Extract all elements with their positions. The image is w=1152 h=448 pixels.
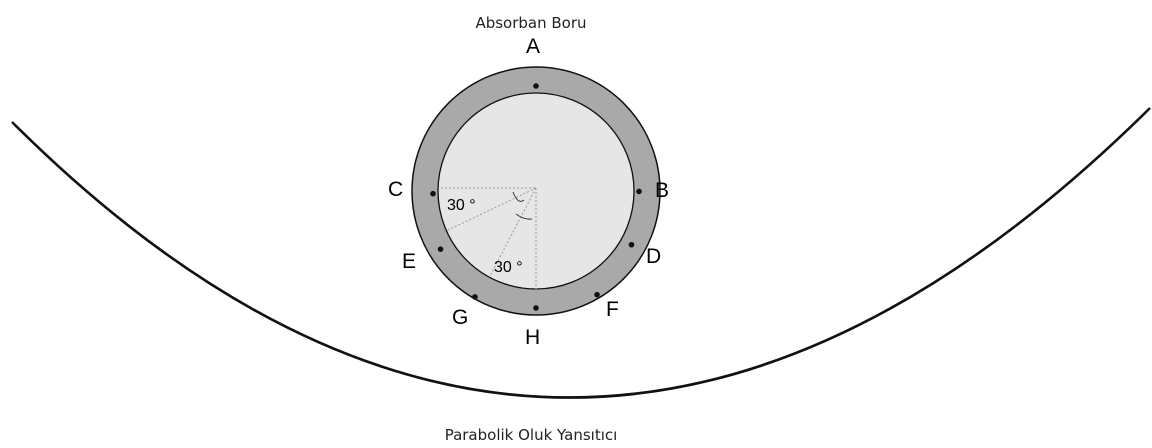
- marker-dot-h: [533, 305, 539, 311]
- marker-dot-f: [594, 291, 600, 298]
- marker-dot-g: [472, 294, 478, 300]
- point-label-f: F: [606, 298, 619, 321]
- point-label-c: C: [388, 178, 403, 201]
- marker-dot-b: [636, 188, 642, 195]
- point-label-b: B: [655, 179, 669, 202]
- marker-dot-e: [437, 246, 444, 252]
- measurement-points: [430, 83, 642, 311]
- point-label-a: A: [526, 35, 540, 58]
- point-label-h: H: [525, 326, 540, 349]
- radial-line-30deg-upper: [443, 187, 537, 233]
- angle-label-upper: 30 °: [447, 197, 476, 214]
- point-label-g: G: [452, 306, 468, 329]
- point-label-e: E: [402, 250, 416, 273]
- radial-line-30deg-lower: [489, 187, 537, 277]
- angle-label-lower: 30 °: [494, 259, 523, 276]
- angle-arc-upper: [512, 191, 525, 202]
- tube-inner-bore: [437, 92, 635, 290]
- reflector-title: Parabolik Oluk Yansıtıcı: [445, 426, 618, 444]
- parabolic-reflector-curve: [11, 107, 1151, 399]
- angle-arc-lower: [515, 213, 533, 220]
- absorber-tube-title: Absorban Boru: [475, 14, 586, 32]
- marker-dot-a: [533, 83, 539, 89]
- point-label-d: D: [646, 245, 661, 268]
- marker-dot-c: [430, 190, 436, 197]
- marker-dot-d: [628, 241, 635, 248]
